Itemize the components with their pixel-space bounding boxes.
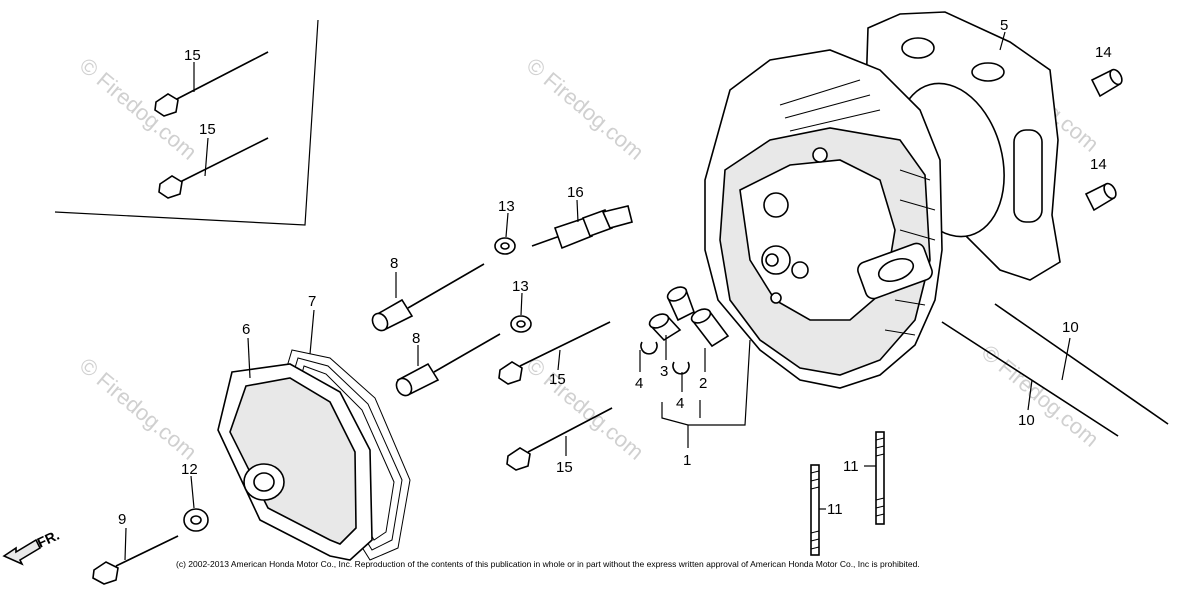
callout-15-c: 15 xyxy=(549,371,566,388)
callout-6: 6 xyxy=(242,321,250,338)
washer-13-a[interactable] xyxy=(494,237,516,255)
leader-16 xyxy=(576,199,579,223)
callout-12: 12 xyxy=(181,461,198,478)
callout-9: 9 xyxy=(118,511,126,528)
callout-10-a: 10 xyxy=(1062,319,1079,336)
leader-15c xyxy=(557,349,561,371)
dowel-pin-14-b[interactable] xyxy=(1084,182,1118,212)
seal-washer-12[interactable] xyxy=(183,508,209,532)
leader-10b xyxy=(1027,379,1033,411)
direction-label: FR. xyxy=(35,527,62,551)
callout-8-a: 8 xyxy=(390,255,398,272)
leader-6 xyxy=(247,337,251,379)
callout-15-a: 15 xyxy=(184,47,201,64)
bolt-15-inset-b[interactable] xyxy=(158,137,269,199)
callout-15-d: 15 xyxy=(556,459,573,476)
callout-2: 2 xyxy=(699,375,707,392)
callout-1: 1 xyxy=(683,452,691,469)
callout-14-a: 14 xyxy=(1095,44,1112,61)
clip-4-a[interactable] xyxy=(640,341,658,355)
leader-7 xyxy=(309,309,315,355)
leader-5 xyxy=(999,31,1006,51)
valve-guide-top[interactable] xyxy=(665,284,695,322)
leader-15b xyxy=(204,137,209,177)
leader-10a xyxy=(1061,337,1071,381)
washer-13-b[interactable] xyxy=(510,315,532,333)
bolt-9[interactable] xyxy=(92,535,179,585)
callout-8-b: 8 xyxy=(412,330,420,347)
inset-frame xyxy=(54,19,319,226)
callout-11-b: 11 xyxy=(827,501,843,518)
rod-8-a[interactable] xyxy=(369,263,485,333)
leader-9 xyxy=(124,527,127,561)
watermark-4: © Firedog.com xyxy=(75,353,202,465)
leader-13b xyxy=(520,292,523,316)
callout-4-a: 4 xyxy=(635,375,643,392)
stud-10-a[interactable] xyxy=(994,303,1169,425)
watermark-2: © Firedog.com xyxy=(522,53,649,165)
callout-4-b: 4 xyxy=(676,395,684,412)
bolt-15-main-b[interactable] xyxy=(506,407,613,471)
stud-11-a[interactable] xyxy=(875,431,885,525)
callout-14-b: 14 xyxy=(1090,156,1107,173)
callout-11-a: 11 xyxy=(843,458,859,475)
callout-13-b: 13 xyxy=(512,278,529,295)
callout-5: 5 xyxy=(1000,17,1008,34)
callout-7: 7 xyxy=(308,293,316,310)
callout-15-b: 15 xyxy=(199,121,216,138)
cylinder-head[interactable] xyxy=(704,49,943,389)
callout-16: 16 xyxy=(567,184,584,201)
leader-13a xyxy=(505,212,509,238)
head-cover[interactable] xyxy=(217,363,373,561)
front-direction-arrow: FR. xyxy=(2,527,62,566)
stud-10-b[interactable] xyxy=(941,321,1119,437)
bolt-15-main-a[interactable] xyxy=(498,321,611,385)
clip-4-b[interactable] xyxy=(672,361,690,375)
dowel-pin-14-a[interactable] xyxy=(1090,68,1124,98)
watermark-5: © Firedog.com xyxy=(522,353,649,465)
copyright-notice: (c) 2002-2013 American Honda Motor Co., … xyxy=(176,559,920,569)
valve-guide-2[interactable] xyxy=(689,306,730,348)
watermark-1: © Firedog.com xyxy=(75,53,202,165)
stud-11-b[interactable] xyxy=(810,464,820,556)
spark-plug[interactable] xyxy=(531,205,633,250)
valve-guide-3[interactable] xyxy=(647,311,682,342)
rod-8-b[interactable] xyxy=(393,333,501,398)
callout-3: 3 xyxy=(660,363,668,380)
bolt-15-inset-a[interactable] xyxy=(154,51,269,117)
leader-12 xyxy=(190,475,195,509)
callout-10-b: 10 xyxy=(1018,412,1035,429)
callout-13-a: 13 xyxy=(498,198,515,215)
